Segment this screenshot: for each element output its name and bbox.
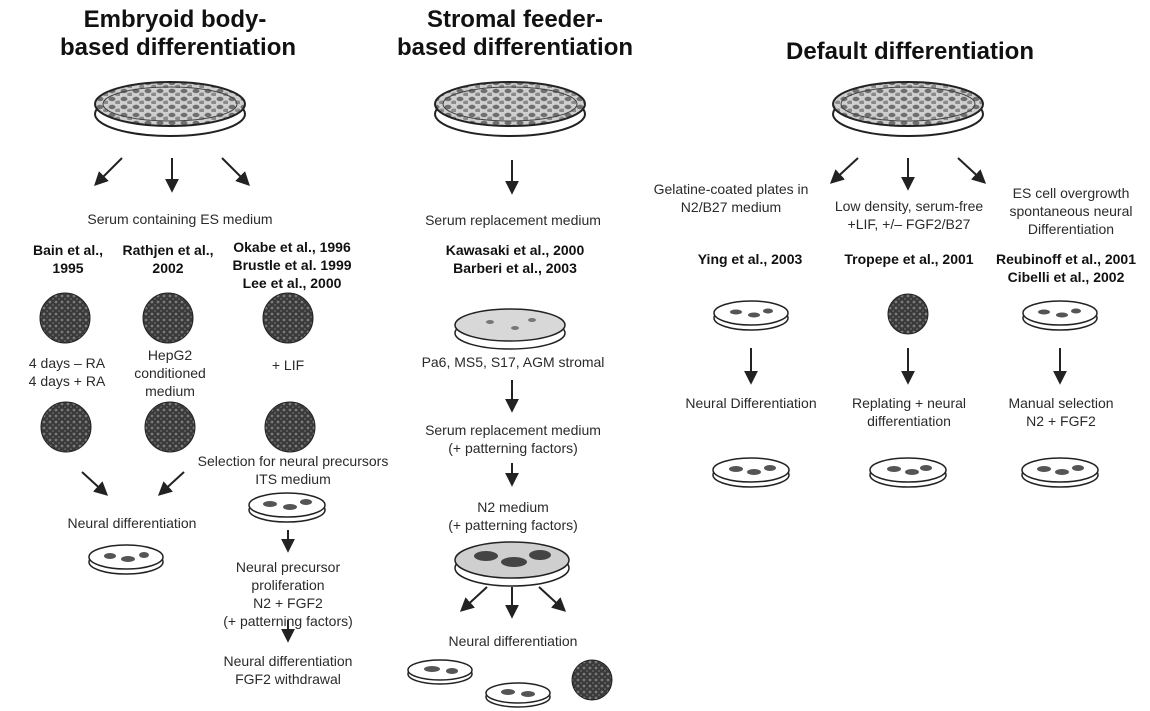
dish-ying [713, 300, 789, 331]
stromal-neural-differentiation: Neural differentiation [448, 633, 578, 649]
cond-lif: + LIF [271, 357, 305, 373]
arrows-stromal [459, 380, 567, 619]
dish-stromal-final-b [485, 682, 551, 708]
cond-ra: 4 days – RA 4 days + RA [28, 355, 106, 389]
dish-stromal-final-a [407, 659, 473, 685]
selection-neural-precursors: Selection for neural precursors ITS medi… [197, 453, 389, 487]
fgf2-withdrawal: Neural differentiation FGF2 withdrawal [223, 653, 353, 687]
dish-stromal-top [434, 81, 586, 137]
stromal-patterning: Serum replacement medium (+ patterning f… [425, 422, 601, 456]
dish-its-medium [248, 492, 326, 523]
dishes-default-final [712, 457, 1099, 488]
arrows-default [744, 348, 1067, 385]
ref-rathjen: Rathjen et al., 2002 [122, 242, 214, 276]
arrows-embryoid-lower [81, 471, 295, 643]
ref-reubinoff: Reubinoff et al., 2001 Cibelli et al., 2… [995, 251, 1137, 285]
embryoid-bodies [39, 292, 929, 701]
embryoid-neural-differentiation: Neural differentiation [67, 515, 197, 531]
default-manual-selection: Manual selection N2 + FGF2 [1008, 395, 1114, 429]
stromal-cell-lines: Pa6, MS5, S17, AGM stromal [421, 354, 605, 370]
dish-n2-medium [454, 541, 570, 587]
default-overgrowth: ES cell overgrowth spontaneous neural Di… [1009, 185, 1133, 237]
ref-bain: Bain et al., 1995 [32, 242, 104, 276]
stromal-n2-medium: N2 medium (+ patterning factors) [448, 499, 578, 533]
dish-neural-embryoid [88, 544, 164, 575]
ref-okabe: Okabe et al., 1996 Brustle et al. 1999 L… [232, 239, 352, 291]
default-neural-differentiation: Neural Differentiation [685, 395, 817, 411]
heading-embryoid: Embryoid body- based differentiation [60, 6, 297, 61]
heading-default: Default differentiation [785, 38, 1034, 65]
embryoid-medium: Serum containing ES medium [87, 211, 273, 227]
cond-hepg2: HepG2 conditioned medium [134, 347, 206, 399]
default-low-density: Low density, serum-free +LIF, +/– FGF2/B… [834, 198, 984, 232]
default-gelatine-plates: Gelatine-coated plates in N2/B27 medium [653, 181, 809, 215]
heading-stromal: Stromal feeder- based differentiation [396, 6, 634, 61]
stromal-medium: Serum replacement medium [425, 212, 601, 228]
neural-precursor-proliferation: Neural precursor proliferation N2 + FGF2… [223, 559, 353, 629]
ref-ying: Ying et al., 2003 [697, 251, 803, 267]
dish-stromal-feeder [454, 308, 566, 350]
dish-embryoid-top [94, 81, 246, 137]
dish-reubinoff [1022, 300, 1098, 331]
default-replating: Replating + neural differentiation [851, 395, 967, 429]
arrows-top [94, 157, 987, 195]
ref-kawasaki: Kawasaki et al., 2000 Barberi et al., 20… [445, 242, 585, 276]
dish-default-top [832, 81, 984, 137]
ref-tropepe: Tropepe et al., 2001 [844, 251, 974, 267]
